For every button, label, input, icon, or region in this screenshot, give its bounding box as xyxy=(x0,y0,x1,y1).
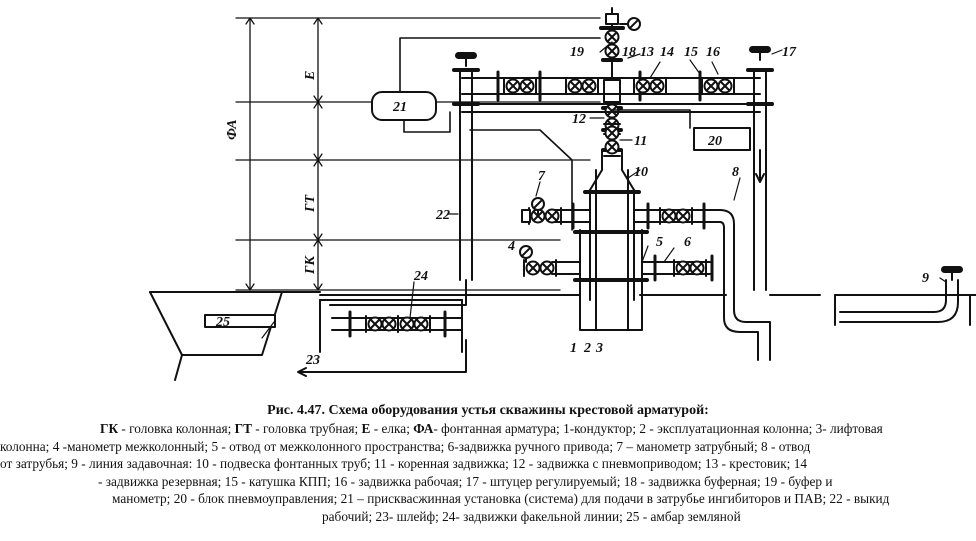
label-24: 24 xyxy=(413,269,428,284)
ground-surface xyxy=(149,291,976,353)
caption-abbr: ГТ xyxy=(234,421,252,436)
label-13: 13 xyxy=(640,45,654,60)
control-lines xyxy=(399,35,691,231)
caption-text: - фонтанная арматура; 1-кондуктор; 2 - э… xyxy=(433,421,883,436)
caption-line: от затрубья; 9 - линия задавочная: 10 - … xyxy=(0,455,976,473)
label-12: 12 xyxy=(572,112,586,127)
label-9: 9 xyxy=(922,271,929,286)
annulus-valve-left xyxy=(528,207,562,225)
caption-text: - головка трубная; xyxy=(251,421,362,436)
earth-pit-25 xyxy=(149,291,283,381)
choke-handwheel-left-icon xyxy=(455,52,477,67)
label-25: 25 xyxy=(215,315,230,330)
buffer-manometer-icon xyxy=(619,17,641,31)
working-valve-16 xyxy=(701,77,735,95)
caption-text: колонна; 4 -манометр межколонный; 5 - от… xyxy=(0,438,811,454)
caption-abbr: ФА xyxy=(413,421,434,436)
caption-abbr: ГК xyxy=(100,421,119,436)
label-5: 5 xyxy=(656,235,663,250)
intercasing-valve-left xyxy=(523,259,557,277)
label-1: 1 xyxy=(570,341,577,356)
caption-line: ГК - головка колонная; ГТ - головка труб… xyxy=(100,420,976,438)
flowline-valve-left-2 xyxy=(565,77,599,95)
label-22: 22 xyxy=(435,208,450,223)
flow-lines xyxy=(461,70,761,113)
reserve-valve-14 xyxy=(633,77,667,95)
caption-title: Рис. 4.47. Схема оборудования устья сква… xyxy=(267,403,709,418)
caption-text: - задвижка резервная; 15 - катушка КПП; … xyxy=(98,473,833,489)
dim-label-gk: ГК xyxy=(303,255,318,275)
figure-caption: Рис. 4.47. Схема оборудования устья сква… xyxy=(0,402,976,525)
caption-text: от затрубья; 9 - линия задавочная: 10 - … xyxy=(0,456,807,471)
dim-label-fa: ФА xyxy=(225,119,240,140)
flowline-valve-left-1 xyxy=(503,77,537,95)
regulated-choke-17 xyxy=(746,68,774,291)
injection-unit-21 xyxy=(371,91,437,121)
label-14: 14 xyxy=(660,45,674,60)
label-3: 3 xyxy=(595,341,603,356)
label-7: 7 xyxy=(538,169,546,184)
label-2: 2 xyxy=(583,341,591,356)
master-valve-11 xyxy=(603,123,621,157)
label-15: 15 xyxy=(684,45,698,60)
dimension-lines xyxy=(235,17,601,291)
label-19: 19 xyxy=(570,45,584,60)
caption-text: манометр; 20 - блок пневмоуправления; 21… xyxy=(112,491,890,506)
working-outlet-22 xyxy=(452,68,480,281)
caption-abbr: Е xyxy=(361,421,371,436)
label-18: 18 xyxy=(622,45,636,60)
label-6: 6 xyxy=(684,235,691,250)
buffer-valve-18 xyxy=(603,27,621,61)
annulus-manometer-7-icon xyxy=(521,197,545,223)
annulus-outlets xyxy=(554,202,771,361)
leader-lines xyxy=(261,41,947,339)
caption-line: манометр; 20 - блок пневмоуправления; 21… xyxy=(112,490,976,508)
caption-text: рабочий; 23- шлейф; 24- задвижки факельн… xyxy=(322,508,741,524)
dim-label-e: Е xyxy=(303,71,318,81)
label-16: 16 xyxy=(706,45,720,60)
kill-line-9 xyxy=(839,279,959,323)
label-17: 17 xyxy=(782,45,797,60)
caption-line: рабочий; 23- шлейф; 24- задвижки факельн… xyxy=(322,508,976,526)
kill-line-handwheel-icon xyxy=(941,266,963,281)
label-23: 23 xyxy=(305,353,320,368)
label-10: 10 xyxy=(634,165,648,180)
caption-text: - головка колонная; xyxy=(118,421,235,436)
caption-line: колонна; 4 -манометр межколонный; 5 - от… xyxy=(0,438,976,456)
label-21: 21 xyxy=(392,100,407,115)
label-4: 4 xyxy=(507,239,515,254)
dim-label-gt: ГТ xyxy=(303,194,318,213)
choke-handwheel-right-icon xyxy=(749,46,771,61)
wellhead-diagram: 19 18 13 14 15 16 17 21 20 12 11 10 8 7 … xyxy=(149,7,976,381)
flowline-23 xyxy=(297,339,467,377)
wellhead-body xyxy=(573,149,649,331)
intercasing-manometer-4-icon xyxy=(519,245,533,263)
label-8: 8 xyxy=(732,165,739,180)
caption-text: - елка; xyxy=(370,421,414,436)
pneumatic-control-block-20 xyxy=(693,127,751,151)
caption-line: - задвижка резервная; 15 - катушка КПП; … xyxy=(98,473,976,491)
label-20: 20 xyxy=(707,134,722,149)
label-11: 11 xyxy=(634,134,647,149)
